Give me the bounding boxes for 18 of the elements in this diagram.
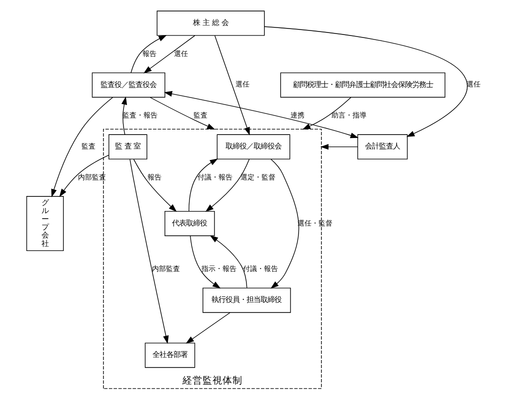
- arrow: [51, 97, 114, 198]
- arrow: [144, 35, 196, 74]
- arrow: [59, 154, 109, 197]
- arrow: [130, 35, 167, 73]
- arrow: [186, 312, 230, 344]
- arrow: [264, 26, 468, 137]
- arrow: [133, 158, 177, 212]
- arrow: [205, 158, 250, 212]
- arrow: [190, 236, 221, 288]
- arrow: [214, 35, 250, 136]
- arrow: [210, 235, 248, 288]
- arrow: [188, 158, 218, 212]
- arrow: [164, 91, 359, 138]
- arrow: [130, 158, 169, 344]
- arrow: [150, 97, 216, 130]
- arrow: [270, 158, 300, 289]
- arrow: [302, 97, 352, 130]
- arrow: [320, 144, 358, 150]
